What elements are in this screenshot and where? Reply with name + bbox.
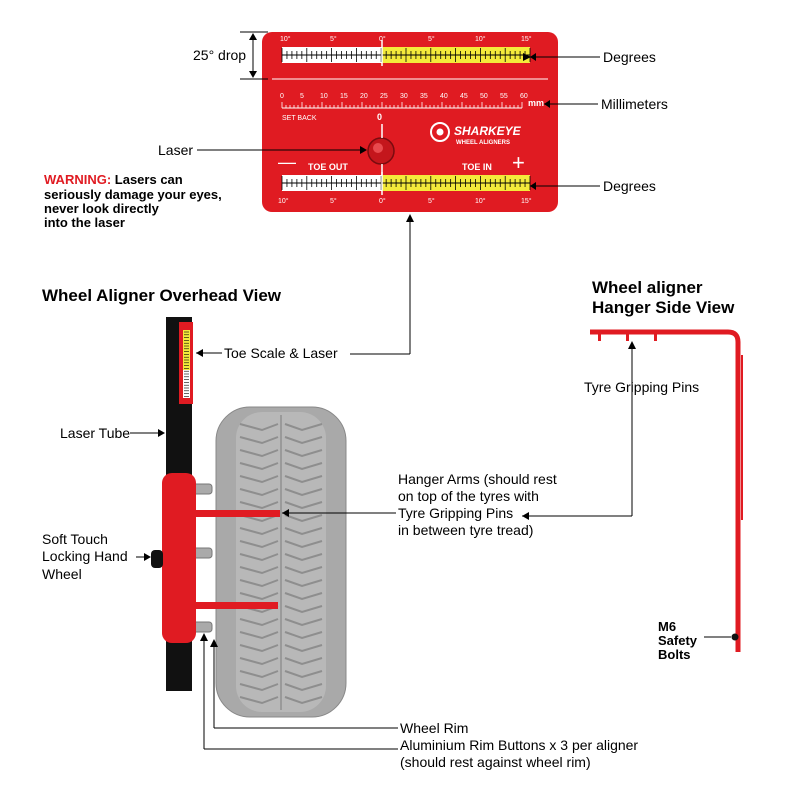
locking-wheel-callout: Soft Touch Locking Hand Wheel — [42, 531, 151, 582]
hanger-arms-callout: Hanger Arms (should rest on top of the t… — [282, 341, 636, 538]
rim-buttons-label-2: (should rest against wheel rim) — [400, 754, 591, 770]
safety-label-2: Safety — [658, 633, 698, 648]
mm-tick-label: 20 — [360, 93, 368, 100]
tyre — [215, 406, 347, 718]
laser-tube-label: Laser Tube — [60, 425, 130, 441]
safety-bolt — [731, 633, 739, 641]
toe-in-label: TOE IN — [462, 162, 492, 172]
locking-label-3: Wheel — [42, 566, 82, 582]
safety-label-3: Bolts — [658, 647, 691, 662]
hanger-label-4: in between tyre tread) — [398, 522, 533, 538]
warning-text: WARNING: Lasers can seriously damage you… — [44, 172, 222, 230]
mm-tick-label: 30 — [400, 93, 408, 100]
panel-callouts: Degrees Millimeters Degrees Laser — [158, 49, 668, 194]
hanger-arm-lower — [194, 602, 278, 609]
svg-text:5°: 5° — [428, 197, 435, 205]
brand-name: SHARKEYE — [454, 124, 522, 138]
svg-text:WARNING: Lasers can: WARNING: Lasers can — [44, 172, 183, 187]
mm-tick-label: 55 — [500, 93, 508, 100]
svg-text:5°: 5° — [330, 197, 337, 205]
drop-label: 25° drop — [193, 47, 246, 63]
svg-text:10°: 10° — [475, 35, 486, 43]
hanger-label-1: Hanger Arms (should rest — [398, 471, 557, 487]
mm-tick-label: 10 — [320, 93, 328, 100]
locking-hand-wheel[interactable] — [151, 550, 163, 568]
locking-label-2: Locking Hand — [42, 548, 128, 564]
svg-text:10°: 10° — [280, 35, 291, 43]
mm-tick-label: 5 — [300, 93, 304, 100]
degrees-bottom-label: Degrees — [603, 178, 656, 194]
millimeters-label: Millimeters — [601, 96, 668, 112]
degree-scale-top: 10° 5° 0° 5° 10° 15° — [280, 35, 532, 66]
mm-tick-label: 50 — [480, 93, 488, 100]
svg-text:5°: 5° — [428, 35, 435, 43]
degree-scale-bottom: 10° 5° 0° 5° 10° 15° — [278, 172, 532, 205]
warning-line-3: never look directly — [44, 201, 160, 216]
hanger-side-view — [590, 329, 743, 652]
brand-sub: WHEEL ALIGNERS — [456, 140, 510, 146]
safety-label-1: M6 — [658, 619, 676, 634]
svg-text:10°: 10° — [475, 197, 486, 205]
warning-prefix: WARNING: — [44, 172, 111, 187]
plus-sign: + — [512, 150, 525, 175]
laser-dot-glare — [373, 143, 383, 153]
mm-tick-label: 60 — [520, 93, 528, 100]
mm-scale: 0 5 10 15 20 25 30 35 40 45 50 55 60 mm SET BACK 0 — [280, 93, 544, 122]
minus-sign: — — [278, 152, 296, 172]
mm-tick-label: 40 — [440, 93, 448, 100]
rim-buttons-label-1: Aluminium Rim Buttons x 3 per aligner — [400, 737, 638, 753]
mm-unit: mm — [528, 98, 544, 108]
mm-tick-label: 15 — [340, 93, 348, 100]
warning-line-4: into the laser — [44, 215, 125, 230]
hanger-title-1: Wheel aligner — [592, 278, 703, 297]
toe-scale-connector: Toe Scale & Laser — [196, 214, 414, 361]
overhead-title: Wheel Aligner Overhead View — [42, 286, 282, 305]
degrees-top-label: Degrees — [603, 49, 656, 65]
toe-scale-label: Toe Scale & Laser — [224, 345, 338, 361]
warning-line-2: seriously damage your eyes, — [44, 187, 222, 202]
zero-mark: 0 — [377, 112, 382, 122]
svg-text:15°: 15° — [521, 197, 532, 205]
svg-text:15°: 15° — [521, 35, 532, 43]
mm-tick-label: 35 — [420, 93, 428, 100]
hanger-label-3: Tyre Gripping Pins — [398, 505, 513, 521]
svg-text:10°: 10° — [278, 197, 289, 205]
svg-text:0°: 0° — [379, 35, 386, 43]
hanger-arm-upper — [194, 510, 280, 517]
panel-body — [262, 32, 558, 212]
wheel-rim-label: Wheel Rim — [400, 720, 468, 736]
hanger-label-2: on top of the tyres with — [398, 488, 539, 504]
brand-logo: SHARKEYE WHEEL ALIGNERS — [430, 122, 522, 146]
mm-tick-label: 0 — [280, 93, 284, 100]
warning-line-1: Lasers can — [111, 172, 183, 187]
toe-scale-panel: 10° 5° 0° 5° 10° 15° 0 5 10 15 20 25 30 35 40 45 5… — [262, 32, 558, 212]
svg-text:5°: 5° — [330, 35, 337, 43]
rim-callouts: Wheel Rim Aluminium Rim Buttons x 3 per … — [200, 633, 638, 770]
laser-label: Laser — [158, 142, 193, 158]
svg-text:0°: 0° — [379, 197, 386, 205]
locking-label-1: Soft Touch — [42, 531, 108, 547]
toe-out-label: TOE OUT — [308, 162, 348, 172]
mm-tick-label: 25 — [380, 93, 388, 100]
set-back-label: SET BACK — [282, 115, 317, 122]
hanger-clamp — [151, 473, 280, 643]
clamp-body — [162, 473, 196, 643]
mm-tick-label: 45 — [460, 93, 468, 100]
hanger-title-2: Hanger Side View — [592, 298, 735, 317]
drop-dimension: 25° drop — [193, 31, 268, 80]
safety-bolts-label: M6 Safety Bolts — [658, 619, 731, 662]
tyre-pins-label: Tyre Gripping Pins — [584, 379, 699, 395]
